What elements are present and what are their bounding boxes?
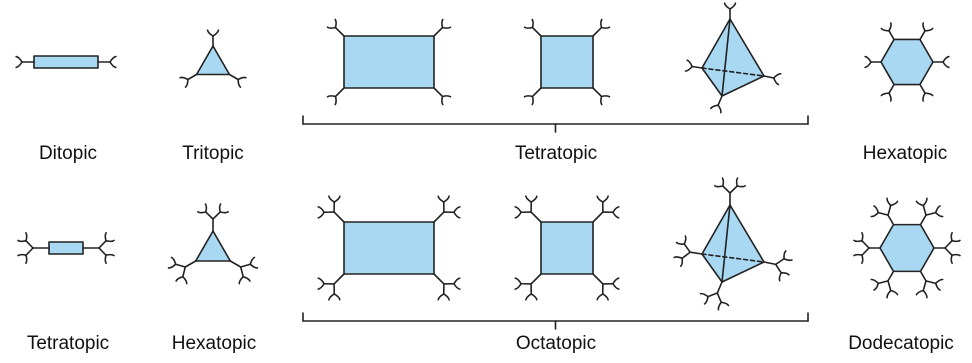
tetratopic-rod xyxy=(17,232,115,264)
label-hexatopic-2: Hexatopic xyxy=(171,333,257,354)
tetratopic-rectangle xyxy=(326,18,452,106)
hexagon-core xyxy=(880,38,934,86)
rectangle-core xyxy=(343,35,435,89)
label-tetratopic: Tetratopic xyxy=(26,333,110,354)
octatopic-tetrahedron xyxy=(673,177,793,311)
hexatopic-triangle xyxy=(167,203,259,285)
hexagon-core xyxy=(879,223,935,273)
linear-core xyxy=(33,55,99,69)
rectangle-core xyxy=(343,221,435,275)
tetratopic-square xyxy=(523,18,611,106)
tetratopic-tetrahedron xyxy=(684,2,782,114)
octatopic-rectangle xyxy=(317,195,461,301)
tetrahedron-core xyxy=(701,204,765,283)
label-octatopic-group: Octatopic xyxy=(515,333,597,354)
octatopic-square xyxy=(514,195,620,301)
label-tetratopic-group: Tetratopic xyxy=(514,143,598,164)
tetratopic-bracket xyxy=(302,115,809,133)
label-hexatopic: Hexatopic xyxy=(862,143,948,164)
tetrahedron-core xyxy=(701,18,765,97)
ditopic-rod xyxy=(15,55,117,69)
triangle-core xyxy=(195,45,231,76)
square-core xyxy=(540,221,594,275)
hexatopic-hexagon xyxy=(864,22,950,102)
label-tritopic: Tritopic xyxy=(182,143,244,164)
label-ditopic: Ditopic xyxy=(38,143,98,164)
label-dodecatopic: Dodecatopic xyxy=(848,333,954,354)
square-core xyxy=(540,35,594,89)
tritopic-triangle xyxy=(179,29,247,88)
triangle-core xyxy=(194,230,232,262)
octatopic-bracket xyxy=(302,312,809,330)
linear-core xyxy=(48,241,84,255)
dodecatopic-hexagon xyxy=(853,197,961,299)
